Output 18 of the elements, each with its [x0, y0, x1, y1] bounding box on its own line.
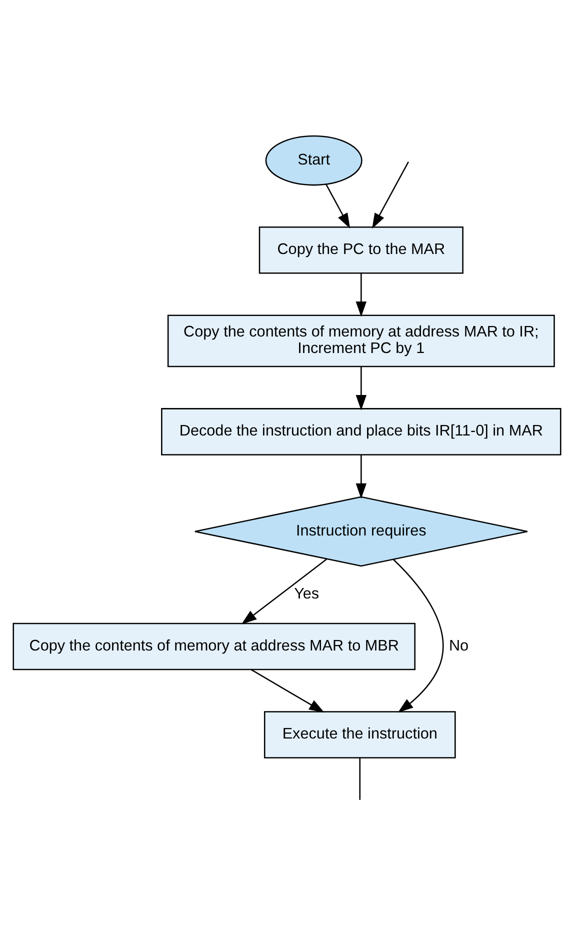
edge-label: Yes — [294, 586, 320, 603]
node-box: Copy the contents of memory at address MAR to IR; Increment PC by 1 — [167, 314, 555, 368]
arrow — [241, 558, 328, 624]
arrow — [325, 184, 350, 229]
arrow — [356, 273, 367, 317]
arrow — [372, 162, 409, 229]
edge-label: No — [448, 637, 469, 654]
arrow — [392, 558, 444, 713]
arrow — [250, 669, 324, 713]
node-box: Decode the instruction and place bits IR[11-0] in MAR — [161, 408, 562, 456]
connector — [359, 758, 361, 800]
node-box: Copy the contents of memory at address MAR to MBR — [12, 622, 416, 670]
node-box: Execute the instruction — [264, 711, 456, 758]
arrow — [356, 455, 367, 499]
node-diamond: Instruction requires — [194, 496, 528, 567]
node-ellipse: Start — [265, 135, 362, 186]
arrow — [356, 366, 367, 410]
node-box: Copy the PC to the MAR — [258, 226, 464, 274]
